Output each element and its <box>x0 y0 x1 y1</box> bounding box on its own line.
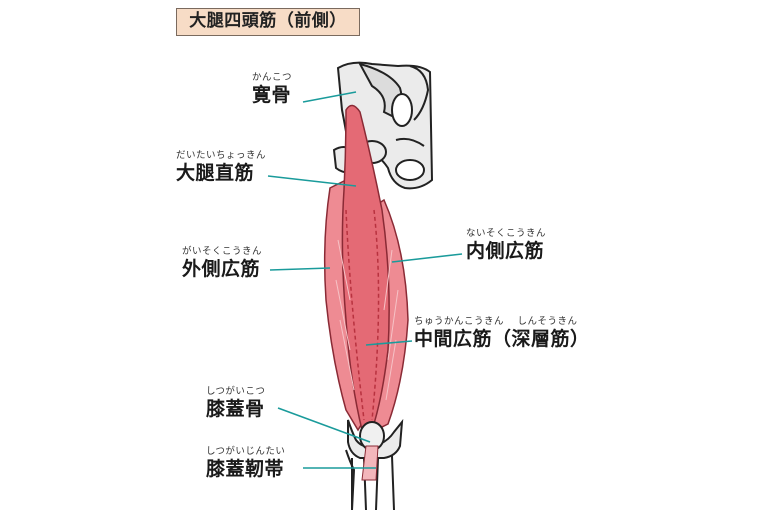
label-rectus-femoris: だいたいちょっきん 大腿直筋 <box>176 150 266 184</box>
leader-rectus-femoris <box>267 175 357 187</box>
ruby-deep-muscle: しんそうきん <box>517 316 578 327</box>
ruby-vastus-lateralis: がいそくこうきん <box>182 246 263 257</box>
text-vastus-lateralis: 外側広筋 <box>182 258 261 280</box>
label-vastus-intermedius: ちゅうかんこうきん しんそうきん 中間広筋（深層筋） <box>414 316 590 350</box>
label-patella: しつがいこつ 膝蓋骨 <box>206 386 265 420</box>
label-vastus-medialis: ないそくこうきん 内側広筋 <box>466 228 546 262</box>
leader-lines <box>267 91 463 469</box>
label-vastus-lateralis: がいそくこうきん 外側広筋 <box>182 246 262 280</box>
text-patella: 膝蓋骨 <box>206 398 265 420</box>
leader-patella <box>277 407 371 443</box>
leader-ilium <box>302 91 357 103</box>
quadriceps-muscles <box>323 104 409 434</box>
ruby-vastus-medialis: ないそくこうきん <box>466 228 547 239</box>
text-vastus-intermedius: 中間広筋（深層筋） <box>414 328 590 350</box>
label-ilium: かんこつ 寛骨 <box>252 72 292 106</box>
ruby-vastus-intermedius: ちゅうかんこうきん <box>414 316 505 327</box>
text-patellar-ligament: 膝蓋靭帯 <box>206 458 285 480</box>
leader-vastus-medialis <box>391 253 463 263</box>
leader-vastus-intermedius <box>365 340 413 346</box>
text-vastus-medialis: 内側広筋 <box>466 240 545 262</box>
text-ilium: 寛骨 <box>252 84 292 106</box>
rectus-femoris-shape <box>341 104 390 431</box>
ruby-patella: しつがいこつ <box>206 386 266 397</box>
ruby-rectus-femoris: だいたいちょっきん <box>176 150 267 161</box>
knee-bones <box>345 418 404 510</box>
ruby-ilium: かんこつ <box>252 72 293 83</box>
label-patellar-ligament: しつがいじんたい 膝蓋靭帯 <box>206 446 285 480</box>
diagram-title: 大腿四頭筋（前側） <box>176 8 360 36</box>
leader-vastus-lateralis <box>269 267 331 271</box>
pelvis-bone <box>336 61 434 190</box>
ruby-patellar-ligament: しつがいじんたい <box>206 446 286 457</box>
text-rectus-femoris: 大腿直筋 <box>176 162 255 184</box>
